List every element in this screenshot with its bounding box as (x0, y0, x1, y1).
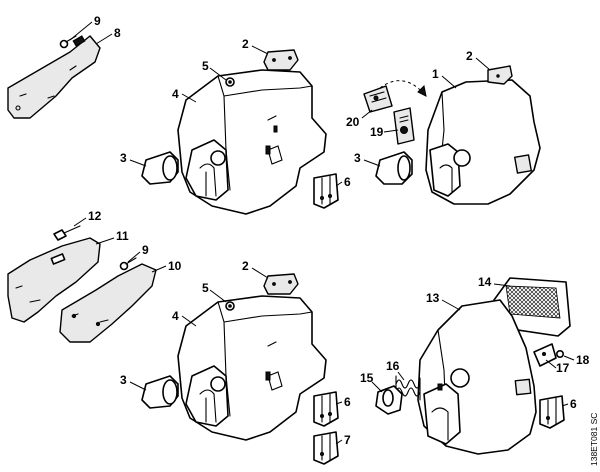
callout-6-c: 6 (570, 397, 577, 411)
callout-13: 13 (426, 291, 440, 305)
callout-12: 12 (88, 209, 102, 223)
dashed-arrow (379, 80, 427, 97)
callout-3-a: 3 (120, 151, 127, 165)
callout-2-bottom: 2 (242, 259, 249, 273)
callout-7: 7 (344, 433, 351, 447)
screw-5-bottom-part (225, 301, 235, 311)
screw-18-part (555, 349, 564, 358)
screw-5-top-part (225, 77, 235, 87)
callout-4-mid: 4 (172, 309, 179, 323)
shroud-1-top-right-part (425, 79, 541, 205)
callout-9-top: 9 (94, 14, 101, 28)
callout-14: 14 (478, 275, 492, 289)
callout-6-a: 6 (344, 175, 351, 189)
clip-7-part (313, 431, 339, 465)
clip-6-bottom-center-part (313, 391, 339, 427)
plate-2-right-part (487, 65, 513, 85)
plate-10-part (59, 263, 157, 343)
clip-17-part (533, 343, 557, 367)
screw-9-top-part (59, 35, 77, 49)
callout-3-c: 3 (120, 373, 127, 387)
callout-15: 15 (360, 371, 374, 385)
screw-12-part (53, 225, 81, 241)
knob-15-part (375, 385, 403, 415)
callout-5-mid: 5 (202, 281, 209, 295)
screw-9-mid-part (119, 257, 137, 271)
callout-1: 1 (432, 67, 439, 81)
shroud-13-part (417, 299, 537, 455)
callout-2-mid-right: 2 (466, 49, 473, 63)
callout-3-b: 3 (354, 151, 361, 165)
callout-17: 17 (556, 361, 570, 375)
callout-9-mid: 9 (142, 243, 149, 257)
callout-18: 18 (576, 353, 590, 367)
label-19-part (393, 107, 415, 145)
clip-6-top-center-part (313, 173, 339, 209)
knob-3-top-part (141, 151, 179, 185)
clip-6-bottom-right-part (539, 395, 565, 429)
knob-3-right-part (375, 151, 413, 185)
plate-8-part (7, 35, 101, 119)
callout-2-top: 2 (242, 37, 249, 51)
arrow-head (417, 84, 427, 97)
callout-20: 20 (346, 115, 360, 129)
plate-2-top-part (263, 49, 299, 71)
callout-19: 19 (370, 125, 384, 139)
callout-8: 8 (114, 26, 121, 40)
shroud-4-bottom-part (177, 295, 327, 441)
plate-11-part (7, 237, 101, 323)
callout-10: 10 (168, 259, 182, 273)
callout-11: 11 (116, 229, 129, 243)
plate-2-bottom-part (263, 273, 299, 295)
callout-6-b: 6 (344, 395, 351, 409)
callout-5-top: 5 (202, 59, 209, 73)
shroud-4-top-part (177, 69, 327, 215)
drawing-code: 138ET081 SC (589, 413, 599, 466)
callout-4-top: 4 (172, 87, 179, 101)
label-20-part (363, 85, 393, 113)
callout-16: 16 (386, 359, 400, 373)
knob-3-bottom-part (141, 375, 179, 409)
